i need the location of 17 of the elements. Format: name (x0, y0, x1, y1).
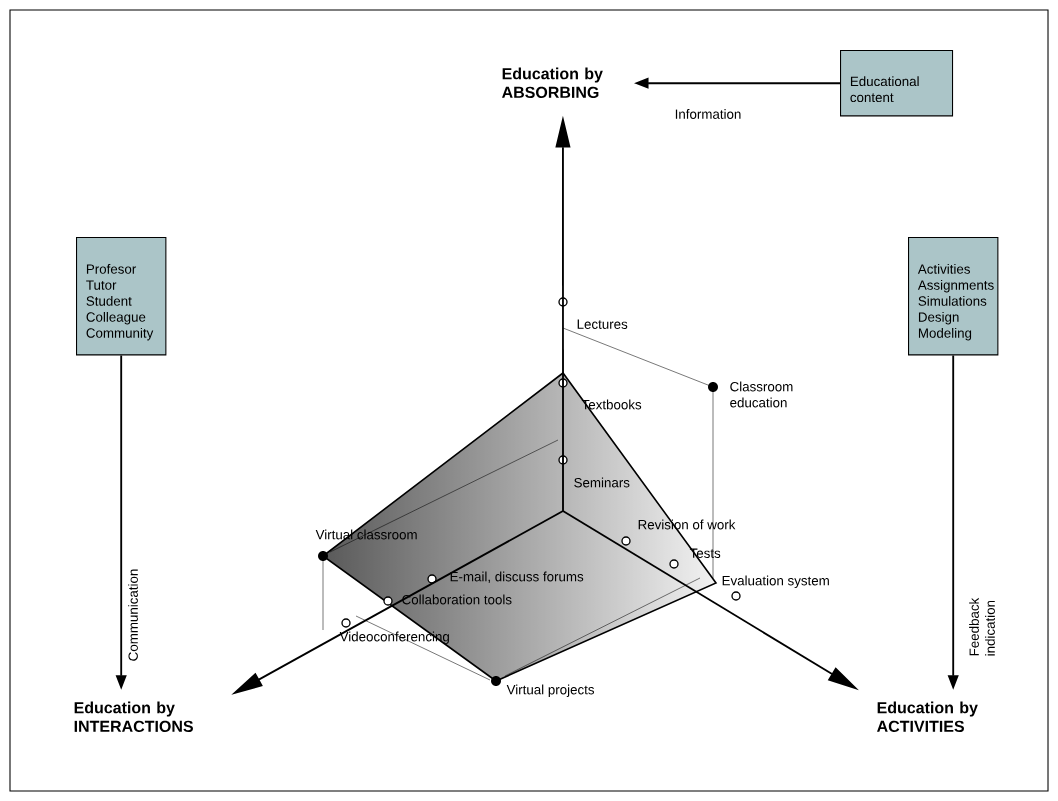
point-label: Evaluation system (722, 575, 829, 589)
edge-label: Communication (126, 567, 140, 663)
point-label: Virtual classroom (315, 529, 417, 540)
point-label: Seminars (574, 477, 630, 488)
point-label: Virtual projects (506, 684, 595, 698)
edge-label: Information (673, 107, 743, 121)
point-label: Lectures (577, 319, 628, 329)
point-label: E-mail, discuss forums (450, 571, 584, 583)
point-label: Classroom education (730, 381, 793, 408)
axis-title: Education by ABSORBING (502, 67, 603, 98)
text-box: Educational content (840, 50, 954, 117)
axis-title: Education by ACTIVITIES (877, 701, 978, 732)
text-box: Profesor Tutor Student Colleague Community (76, 237, 167, 356)
axis-title: Education by INTERACTIONS (74, 701, 193, 732)
point-label: Collaboration tools (402, 594, 512, 605)
edge-label: Feedback indication (967, 572, 997, 658)
text-box: Activities Assignments Simulations Design Modeling (908, 237, 999, 356)
